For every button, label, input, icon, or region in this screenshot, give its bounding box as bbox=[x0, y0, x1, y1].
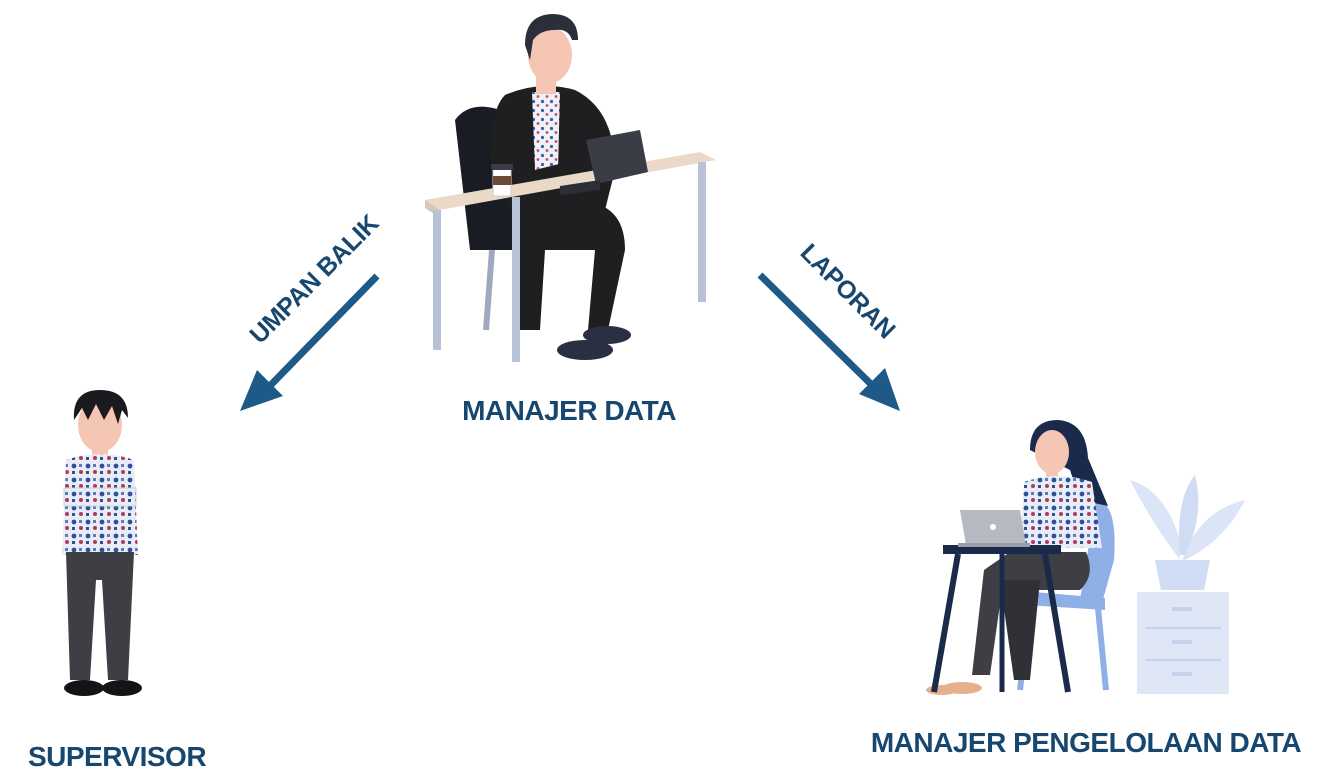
feedback-arrow bbox=[240, 273, 380, 411]
data-management-manager-label: MANAJER PENGELOLAAN DATA bbox=[871, 727, 1302, 758]
manager-data-label: MANAJER DATA bbox=[462, 395, 676, 426]
manager-data-figure bbox=[425, 14, 716, 362]
supervisor-label: SUPERVISOR bbox=[28, 741, 206, 771]
feedback-label: UMPAN BALIK bbox=[244, 209, 384, 349]
data-management-manager-figure bbox=[926, 420, 1245, 695]
report-arrow bbox=[757, 272, 900, 411]
supervisor-figure bbox=[62, 390, 142, 696]
